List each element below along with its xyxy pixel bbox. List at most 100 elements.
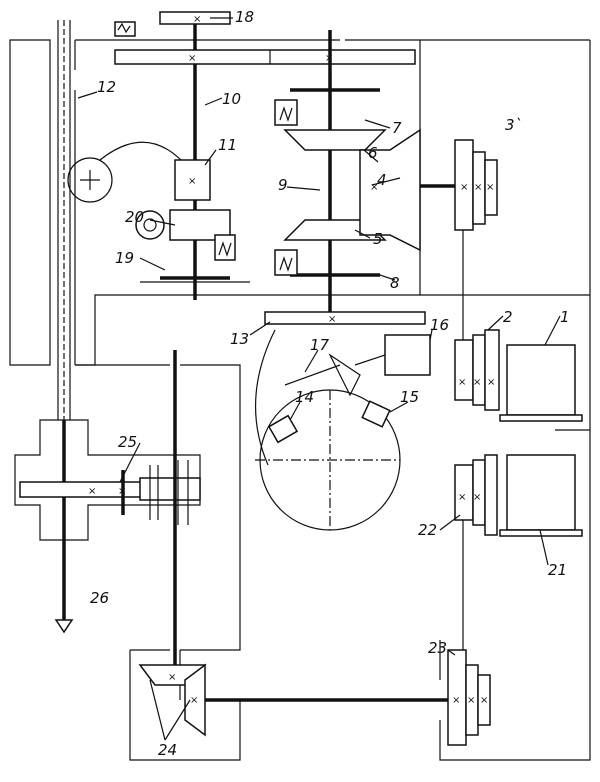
diagram-stroke bbox=[279, 256, 293, 272]
block-16 bbox=[384, 334, 431, 376]
diagram-stroke bbox=[267, 414, 299, 444]
diagram-stroke bbox=[544, 315, 561, 346]
diagram-stroke bbox=[484, 454, 498, 536]
diagram-stroke: × bbox=[193, 14, 201, 25]
label-21: 21 bbox=[548, 561, 567, 579]
label-16: 16 bbox=[430, 316, 449, 334]
label-22: 22 bbox=[418, 521, 437, 539]
label-8: 8 bbox=[390, 274, 400, 292]
diagram-stroke bbox=[499, 414, 583, 422]
diagram-stroke bbox=[143, 218, 157, 232]
gear-11 bbox=[174, 159, 211, 201]
diagram-stroke bbox=[289, 401, 301, 421]
diagram-stroke bbox=[363, 149, 379, 163]
diagram-stroke bbox=[447, 649, 456, 656]
diagram-stroke bbox=[484, 329, 500, 411]
diagram-stroke bbox=[77, 91, 98, 99]
diagram-stroke: × bbox=[88, 486, 96, 497]
diagram-stroke bbox=[204, 97, 223, 106]
diagram-stroke bbox=[184, 663, 206, 737]
diagram-stroke: × bbox=[328, 314, 336, 325]
label-14: 14 bbox=[295, 388, 314, 406]
diagram-stroke bbox=[218, 241, 232, 257]
diagram-stroke: × bbox=[458, 492, 466, 503]
diagram-stroke: × bbox=[118, 486, 126, 497]
diagram-stroke bbox=[439, 40, 591, 761]
diagram-stroke bbox=[484, 159, 498, 216]
diagram-stroke bbox=[279, 106, 293, 122]
diagram-stroke bbox=[255, 390, 400, 530]
label-15: 15 bbox=[400, 388, 419, 406]
label-26: 26 bbox=[90, 589, 109, 607]
diagram-stroke bbox=[286, 186, 321, 191]
label-10: 10 bbox=[222, 90, 241, 108]
diagram-stroke bbox=[80, 170, 100, 190]
motor-1 bbox=[506, 344, 576, 416]
diagram-stroke: × bbox=[370, 182, 378, 193]
label-7: 7 bbox=[392, 119, 402, 137]
label-3: 3` bbox=[505, 116, 522, 134]
diagram-stroke bbox=[139, 477, 201, 501]
diagram-stroke bbox=[364, 119, 391, 129]
diagram-stroke bbox=[477, 674, 491, 726]
diagram-stroke bbox=[361, 400, 391, 428]
diagram-stroke: × bbox=[458, 377, 466, 388]
diagram-stroke bbox=[254, 329, 276, 466]
label-18: 18 bbox=[235, 8, 254, 26]
diagram-stroke bbox=[429, 329, 433, 341]
worm-20 bbox=[135, 210, 165, 240]
label-5: 5 bbox=[373, 230, 383, 248]
label-1: 1 bbox=[560, 308, 570, 326]
diagram-stroke bbox=[149, 219, 176, 226]
diagram-stroke bbox=[371, 177, 401, 186]
diagram-stroke: × bbox=[460, 182, 468, 193]
diagram-stroke bbox=[439, 514, 461, 531]
label-13: 13 bbox=[230, 330, 249, 348]
diagram-stroke bbox=[9, 39, 51, 366]
upper-gear-pair bbox=[114, 49, 416, 65]
diagram-stroke: × bbox=[188, 176, 196, 187]
diagram-stroke: × bbox=[188, 53, 196, 64]
diagram-stroke: × bbox=[190, 695, 198, 706]
part-labels: 18 12 7 10 6 11 4 3` 9 20 5 19 8 13 2 1 … bbox=[90, 8, 570, 759]
label-19: 19 bbox=[115, 249, 134, 267]
diagram-stroke bbox=[119, 442, 141, 483]
diagram-stroke: × bbox=[467, 695, 475, 706]
label-2: 2 bbox=[503, 308, 513, 326]
motor-21 bbox=[506, 454, 576, 531]
worm-wheel bbox=[67, 157, 113, 203]
gear-13 bbox=[264, 311, 426, 325]
diagram-stroke: × bbox=[473, 377, 481, 388]
diagram-stroke: × bbox=[480, 695, 488, 706]
diagram-stroke bbox=[129, 649, 241, 761]
label-9: 9 bbox=[278, 176, 288, 194]
diagram-stroke bbox=[149, 679, 166, 741]
diagram-stroke bbox=[487, 315, 504, 331]
diagram-stroke bbox=[75, 364, 241, 651]
diagram-stroke bbox=[204, 149, 217, 166]
diagram-stroke bbox=[149, 460, 189, 525]
label-11: 11 bbox=[218, 136, 237, 154]
diagram-stroke bbox=[14, 419, 201, 541]
diagram-stroke bbox=[379, 274, 396, 281]
diagram-stroke bbox=[77, 17, 561, 741]
diagram-stroke: × bbox=[486, 182, 494, 193]
label-20: 20 bbox=[125, 208, 144, 226]
diagram-stroke bbox=[389, 401, 409, 413]
label-4: 4 bbox=[377, 171, 387, 189]
diagram-stroke: × bbox=[452, 695, 460, 706]
label-6: 6 bbox=[368, 144, 378, 162]
diagram-stroke bbox=[139, 257, 166, 271]
diagram-stroke bbox=[54, 619, 74, 634]
diagram-stroke: × bbox=[473, 492, 481, 503]
diagram-stroke bbox=[304, 349, 319, 373]
diagram-stroke bbox=[454, 339, 474, 401]
label-23: 23 bbox=[428, 639, 447, 657]
rack-12: ×× bbox=[14, 20, 201, 634]
label-12: 12 bbox=[97, 78, 116, 96]
diagram-stroke bbox=[354, 229, 371, 239]
diagram-stroke: × bbox=[168, 672, 176, 683]
label-24: 24 bbox=[158, 741, 177, 759]
